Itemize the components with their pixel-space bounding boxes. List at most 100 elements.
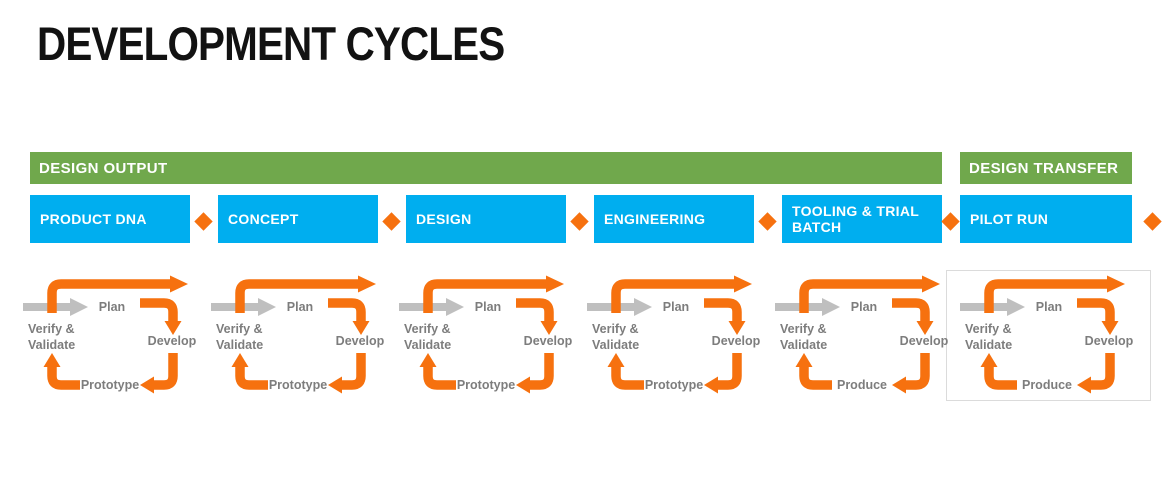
plan-label: Plan (663, 300, 689, 314)
build-to-verify-arrow (799, 367, 832, 390)
verify-label-line2: Validate (28, 338, 75, 352)
plan-label: Plan (99, 300, 125, 314)
cycle-diagram: Plan Develop Prototype Verify & Validate (211, 275, 385, 394)
plan-to-develop-arrow (140, 298, 178, 321)
band-design-output-label: DESIGN OUTPUT (39, 159, 168, 177)
develop-label: Develop (336, 334, 385, 348)
diamond-icon (382, 212, 401, 231)
up-arrow-head (980, 353, 998, 367)
stage-design-label: DESIGN (416, 211, 472, 227)
plan-to-develop-arrow (892, 298, 930, 321)
exit-arrow-head (1107, 275, 1125, 293)
verify-label-line1: Verify & (216, 322, 263, 336)
develop-label: Develop (1085, 334, 1134, 348)
down-arrow-head (916, 321, 934, 335)
plan-to-develop-arrow (516, 298, 554, 321)
exit-arrow-head (922, 275, 940, 293)
cycle-product-dna: Plan Develop Prototype Verify & Validate (20, 265, 210, 405)
cycle-diagram: Plan Develop Produce Verify & Validate (960, 275, 1134, 394)
plan-to-develop-arrow (1077, 298, 1115, 321)
down-arrow-head (164, 321, 182, 335)
verify-label-line2: Validate (216, 338, 263, 352)
stage-tooling-trial-batch: TOOLING & TRIAL BATCH (782, 195, 942, 243)
entry-arrow-head (1007, 298, 1025, 316)
develop-to-build-arrow (530, 353, 554, 390)
up-arrow-head (419, 353, 437, 367)
band-design-transfer: DESIGN TRANSFER (960, 152, 1132, 184)
entry-arrow-head (70, 298, 88, 316)
exit-arrow (611, 279, 734, 313)
diamond-icon (1143, 212, 1162, 231)
exit-arrow (235, 279, 358, 313)
plan-label: Plan (287, 300, 313, 314)
diamond-icon (194, 212, 213, 231)
cycle-concept: Plan Develop Prototype Verify & Validate (208, 265, 398, 405)
band-design-output: DESIGN OUTPUT (30, 152, 942, 184)
left-arrow-head (328, 376, 342, 394)
exit-arrow (423, 279, 546, 313)
pilot-run-cycle-panel (946, 270, 1151, 401)
stage-pilot-run-label: PILOT RUN (970, 211, 1049, 227)
build-to-verify-arrow (47, 367, 80, 390)
cycle-diagram: Plan Develop Produce Verify & Validate (775, 275, 949, 394)
build-label: Prototype (457, 378, 515, 392)
build-to-verify-arrow (235, 367, 268, 390)
left-arrow-head (516, 376, 530, 394)
up-arrow-head (43, 353, 61, 367)
exit-arrow-head (546, 275, 564, 293)
verify-label-line2: Validate (404, 338, 451, 352)
develop-to-build-arrow (1091, 353, 1115, 390)
plan-to-develop-arrow (704, 298, 742, 321)
cycle-diagram: Plan Develop Prototype Verify & Validate (399, 275, 573, 394)
verify-label-line2: Validate (592, 338, 639, 352)
cycle-tooling-trial-batch: Plan Develop Produce Verify & Validate (772, 265, 962, 405)
develop-label: Develop (712, 334, 761, 348)
develop-to-build-arrow (718, 353, 742, 390)
develop-label: Develop (148, 334, 197, 348)
stage-concept-label: CONCEPT (228, 211, 299, 227)
up-arrow-head (231, 353, 249, 367)
cycle-design: Plan Develop Prototype Verify & Validate (396, 265, 586, 405)
exit-arrow (799, 279, 922, 313)
diamond-icon (570, 212, 589, 231)
entry-arrow-head (634, 298, 652, 316)
stage-product-dna: PRODUCT DNA (30, 195, 190, 243)
stage-engineering-label: ENGINEERING (604, 211, 706, 227)
exit-arrow-head (734, 275, 752, 293)
build-label: Prototype (81, 378, 139, 392)
down-arrow-head (728, 321, 746, 335)
build-label: Produce (837, 378, 887, 392)
verify-label-line1: Verify & (28, 322, 75, 336)
build-to-verify-arrow (423, 367, 456, 390)
cycle-pilot-run: Plan Develop Produce Verify & Validate (957, 265, 1147, 405)
verify-label-line1: Verify & (404, 322, 451, 336)
exit-arrow (47, 279, 170, 313)
stage-engineering: ENGINEERING (594, 195, 754, 243)
verify-label-line1: Verify & (780, 322, 827, 336)
cycle-diagram: Plan Develop Prototype Verify & Validate (23, 275, 197, 394)
develop-to-build-arrow (906, 353, 930, 390)
diamond-icon (941, 212, 960, 231)
build-label: Produce (1022, 378, 1072, 392)
entry-arrow-head (446, 298, 464, 316)
plan-label: Plan (851, 300, 877, 314)
cycle-diagram: Plan Develop Prototype Verify & Validate (587, 275, 761, 394)
left-arrow-head (704, 376, 718, 394)
entry-arrow-head (258, 298, 276, 316)
stage-product-dna-label: PRODUCT DNA (40, 211, 147, 227)
plan-to-develop-arrow (328, 298, 366, 321)
entry-arrow-head (822, 298, 840, 316)
develop-to-build-arrow (154, 353, 178, 390)
plan-label: Plan (475, 300, 501, 314)
left-arrow-head (892, 376, 906, 394)
stage-concept: CONCEPT (218, 195, 378, 243)
exit-arrow-head (170, 275, 188, 293)
down-arrow-head (1101, 321, 1119, 335)
build-to-verify-arrow (984, 367, 1017, 390)
verify-label-line1: Verify & (592, 322, 639, 336)
build-label: Prototype (645, 378, 703, 392)
diamond-icon (758, 212, 777, 231)
stage-design: DESIGN (406, 195, 566, 243)
page-title: DEVELOPMENT CYCLES (37, 17, 505, 70)
